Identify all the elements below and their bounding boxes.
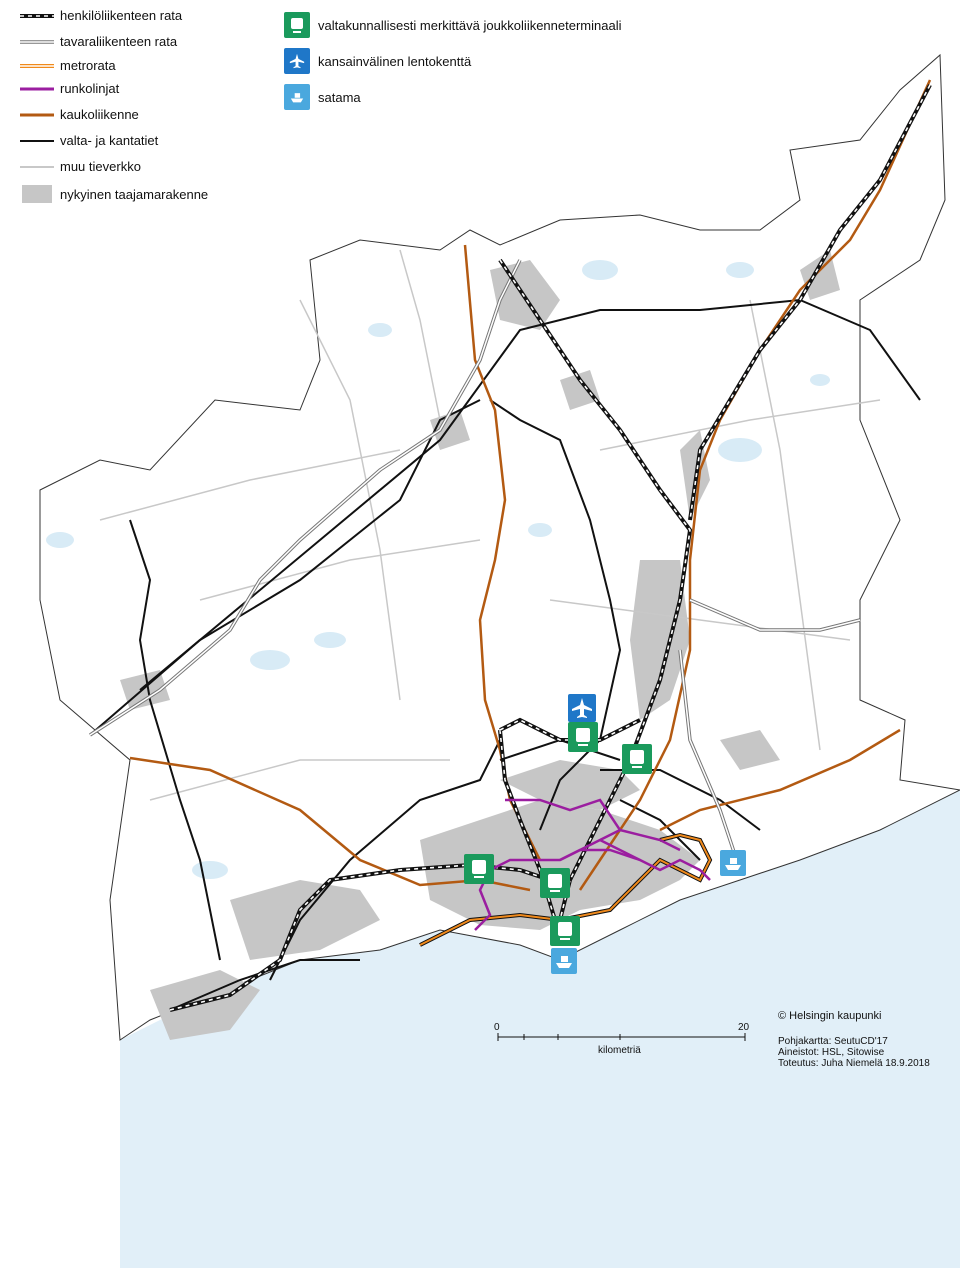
legend-swatch — [22, 185, 52, 203]
airplane-icon — [284, 48, 310, 74]
basemap-credit: Pohjakartta: SeutuCD'17 — [778, 1036, 888, 1047]
legend-label: valta- ja kantatiet — [60, 133, 159, 148]
terminal-marker[interactable] — [568, 722, 598, 752]
sources-credit: Aineistot: HSL, Sitowise — [778, 1047, 885, 1058]
legend-trunk: runkolinjat — [20, 81, 119, 96]
terminal-marker[interactable] — [464, 854, 494, 884]
legend-highway: valta- ja kantatiet — [20, 133, 158, 148]
legend-swatch — [20, 165, 54, 168]
legend-terminal: valtakunnallisesti merkittävä joukkoliik… — [284, 12, 621, 38]
legend-urban: nykyinen taajamarakenne — [20, 185, 208, 203]
legend-swatch — [20, 63, 54, 68]
legend-label: satama — [318, 89, 361, 105]
legend-label: henkilöliikenteen rata — [60, 8, 183, 23]
legend-label: kansainvälinen lentokenttä — [318, 53, 472, 69]
scale-bar — [497, 1033, 746, 1041]
legend-label: kaukoliikenne — [60, 107, 139, 122]
freight-rail[interactable] — [89, 259, 861, 856]
harbour-marker[interactable] — [720, 850, 746, 876]
legend-longdistance: kaukoliikenne — [20, 107, 139, 122]
legend-swatch — [20, 113, 54, 116]
legend-swatch — [20, 13, 54, 18]
lakes — [46, 260, 830, 879]
legend-label: muu tieverkko — [60, 159, 141, 174]
scale-start-label: 0 — [494, 1022, 500, 1033]
sea-area — [120, 790, 960, 1268]
legend-airport: kansainvälinen lentokenttä — [284, 48, 471, 74]
legend-swatch — [20, 87, 54, 90]
trunk-lines[interactable] — [474, 798, 711, 931]
legend-label: metrorata — [60, 58, 116, 73]
terminal-markers[interactable] — [464, 722, 652, 946]
legend-label: tavaraliikenteen rata — [60, 34, 178, 49]
legend-label: valtakunnallisesti merkittävä joukkoliik… — [318, 17, 622, 33]
legend-swatch — [20, 139, 54, 142]
terminal-marker[interactable] — [540, 868, 570, 898]
scale-end-label: 20 — [738, 1022, 750, 1033]
legend-harbour: satama — [284, 84, 361, 110]
train-icon — [284, 12, 310, 38]
legend-swatch — [20, 39, 54, 44]
other-roads[interactable] — [99, 249, 881, 801]
terminal-marker[interactable] — [622, 744, 652, 774]
ship-icon — [284, 84, 310, 110]
terminal-marker[interactable] — [550, 916, 580, 946]
region-boundary[interactable] — [39, 53, 960, 1041]
harbour-marker[interactable] — [551, 948, 577, 974]
copyright: © Helsingin kaupunki — [778, 1010, 882, 1022]
legend-label: nykyinen taajamarakenne — [60, 186, 209, 202]
legend-label: runkolinjat — [60, 81, 120, 96]
author-credit: Toteutus: Juha Niemelä 18.9.2018 — [778, 1058, 930, 1069]
airport-marker[interactable] — [568, 694, 596, 722]
legend-rail-passenger: henkilöliikenteen rata — [20, 8, 182, 23]
scale-unit-label: kilometriä — [598, 1045, 641, 1056]
legend-rail-freight: tavaraliikenteen rata — [20, 34, 177, 49]
legend-metro: metrorata — [20, 58, 116, 73]
legend-otherroad: muu tieverkko — [20, 159, 141, 174]
metro-line[interactable] — [419, 832, 713, 947]
